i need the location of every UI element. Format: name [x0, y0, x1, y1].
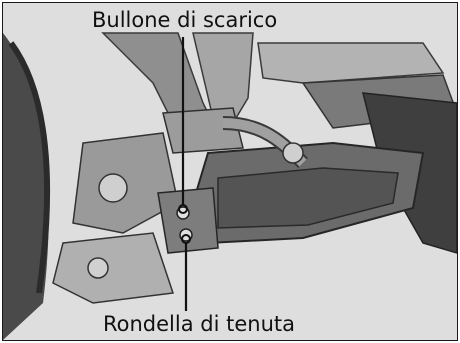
engine-drawing: [3, 33, 457, 340]
drain-bolt-label: Bullone di scarico: [92, 8, 277, 32]
sealing-washer-label: Rondella di tenuta: [103, 312, 295, 336]
engine-underside-illustration: [3, 3, 457, 340]
illustration-frame: [2, 2, 458, 341]
